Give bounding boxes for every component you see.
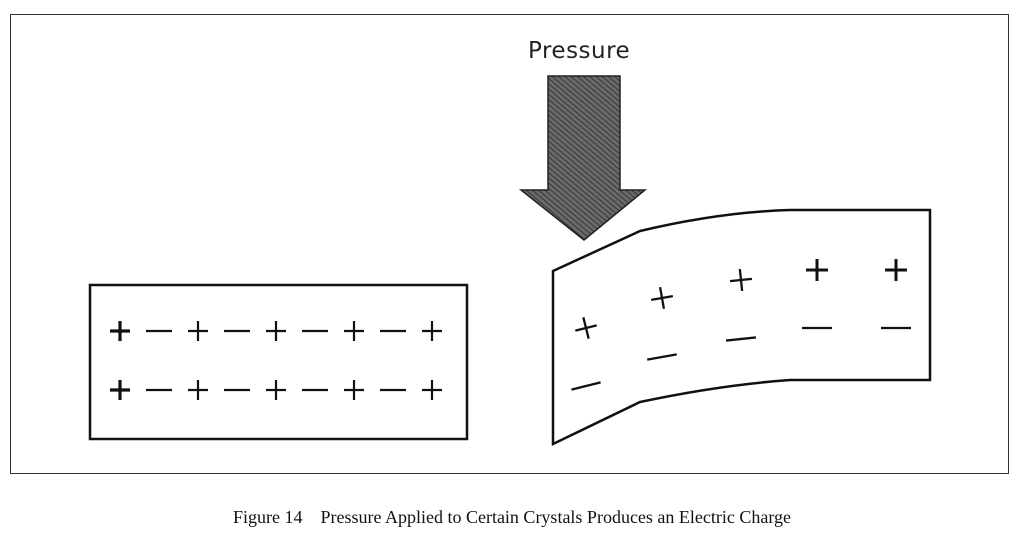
positive-charge xyxy=(266,321,286,341)
positive-charge xyxy=(806,259,828,281)
positive-charge xyxy=(110,380,130,400)
positive-charge xyxy=(188,321,208,341)
positive-charge xyxy=(729,268,753,292)
right-crystal-body xyxy=(551,208,932,446)
positive-charge xyxy=(266,380,286,400)
left-crystal xyxy=(88,283,469,441)
positive-charge xyxy=(110,321,130,341)
pressure-arrow xyxy=(518,75,648,241)
negative-charge xyxy=(647,353,677,361)
right-crystal xyxy=(551,208,932,446)
positive-charge xyxy=(650,286,674,310)
left-crystal-body xyxy=(88,283,469,441)
pressure-label: Pressure xyxy=(528,38,631,64)
negative-charge xyxy=(725,336,757,342)
figure-caption-text: Pressure Applied to Certain Crystals Pro… xyxy=(320,507,792,527)
positive-charge xyxy=(344,321,364,341)
positive-charge xyxy=(188,380,208,400)
negative-charge xyxy=(571,381,601,391)
figure-number: Figure 14 xyxy=(232,507,303,527)
positive-charge xyxy=(422,321,442,341)
positive-charge xyxy=(422,380,442,400)
left-crystal-charges xyxy=(110,321,442,400)
figure-caption: Figure 14 Pressure Applied to Certain Cry… xyxy=(0,507,1024,528)
positive-charge xyxy=(344,380,364,400)
positive-charge xyxy=(575,317,597,339)
figure-frame xyxy=(10,14,1009,474)
positive-charge xyxy=(885,259,907,281)
right-crystal-charges xyxy=(571,259,911,391)
